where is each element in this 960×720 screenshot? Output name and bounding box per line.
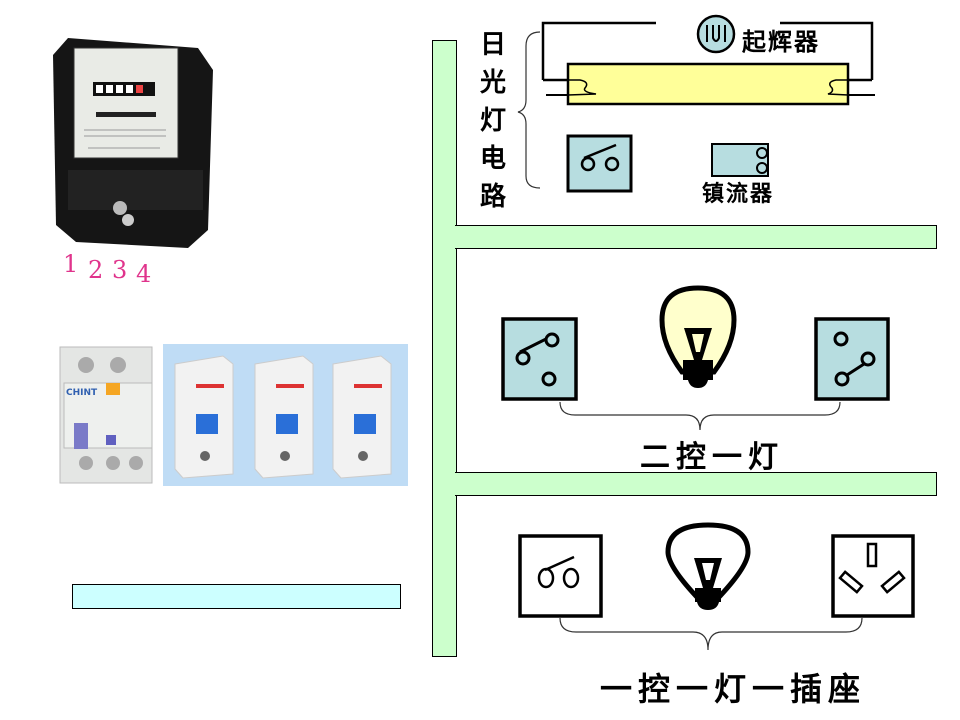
main-bus-vertical[interactable]	[432, 40, 457, 657]
terminal-label-3: 3	[112, 256, 128, 284]
two-way-switch-right-icon	[814, 317, 890, 401]
fluorescent-title-char-2: 光	[479, 68, 506, 98]
brace-bottom-icon	[559, 401, 841, 431]
brace-left-icon	[517, 31, 541, 189]
two-way-label: 二控一灯	[640, 440, 784, 475]
starter-icon	[696, 14, 736, 54]
fluorescent-title-char-3: 灯	[479, 106, 506, 136]
brace-bottom-2-icon	[559, 617, 863, 651]
fluorescent-tube	[566, 62, 850, 106]
switch-lamp-socket-label: 一控一灯一插座	[600, 670, 867, 708]
breaker-3	[332, 355, 392, 479]
electric-meter-image	[53, 38, 213, 248]
fluorescent-title-char-5: 路	[479, 182, 506, 212]
breaker-2	[254, 355, 314, 479]
socket-icon	[831, 534, 915, 618]
fluorescent-title-char-1: 日	[479, 30, 506, 60]
svg-text:CHINT: CHINT	[66, 388, 98, 398]
branch-bar-1[interactable]	[455, 225, 937, 249]
bulb-outline-icon	[665, 522, 751, 610]
branch-bar-2[interactable]	[455, 472, 937, 496]
terminal-label-1: 1	[63, 250, 79, 278]
leakage-breaker-image: CHINT	[59, 346, 153, 484]
ballast-icon	[711, 143, 769, 177]
terminal-label-4: 4	[136, 260, 152, 288]
distribution-box-slot[interactable]	[72, 584, 401, 609]
two-way-switch-left-icon	[501, 317, 578, 401]
breaker-1	[174, 355, 234, 479]
starter-label: 起辉器	[742, 27, 820, 56]
switch-icon	[566, 134, 633, 193]
fluorescent-title-char-4: 电	[479, 144, 506, 174]
single-switch-icon	[518, 534, 603, 618]
terminal-label-2: 2	[88, 256, 104, 284]
bulb-icon	[659, 285, 737, 388]
ballast-label: 镇流器	[702, 181, 775, 207]
circuit-breakers-image	[163, 344, 408, 486]
